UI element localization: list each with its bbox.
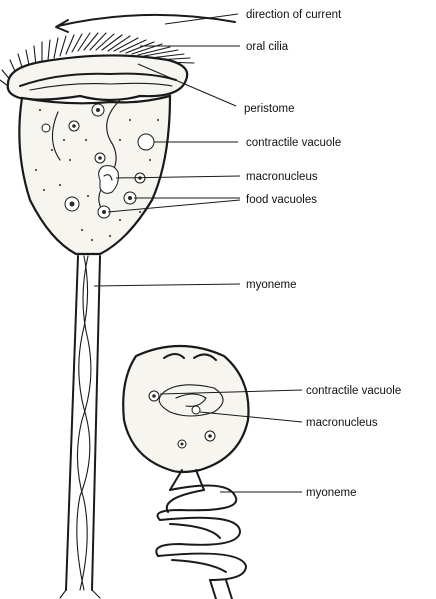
label-contractile-vacuole: contractile vacuole [246,137,341,149]
label-macronucleus: macronucleus [246,171,318,183]
coiled-stalk [156,470,246,599]
label-contractile-vacuole-2: contractile vacuole [306,385,401,397]
label-peristome: peristome [244,103,295,115]
current-arrow [58,15,235,26]
stalk-myoneme [77,256,90,590]
contracted-organism [123,346,248,599]
label-macronucleus-2: macronucleus [306,417,378,429]
label-food-vacuoles: food vacuoles [246,194,317,206]
contractile-vacuole [138,134,154,150]
label-oral-cilia: oral cilia [246,41,289,53]
label-myoneme: myoneme [246,279,297,291]
label-direction-of-current: direction of current [246,9,342,21]
label-myoneme-2: myoneme [306,487,357,499]
peristome-disc [8,55,187,100]
contracted-body [123,346,248,472]
bell-body [19,96,170,254]
labels: direction of current oral cilia peristom… [244,9,401,499]
